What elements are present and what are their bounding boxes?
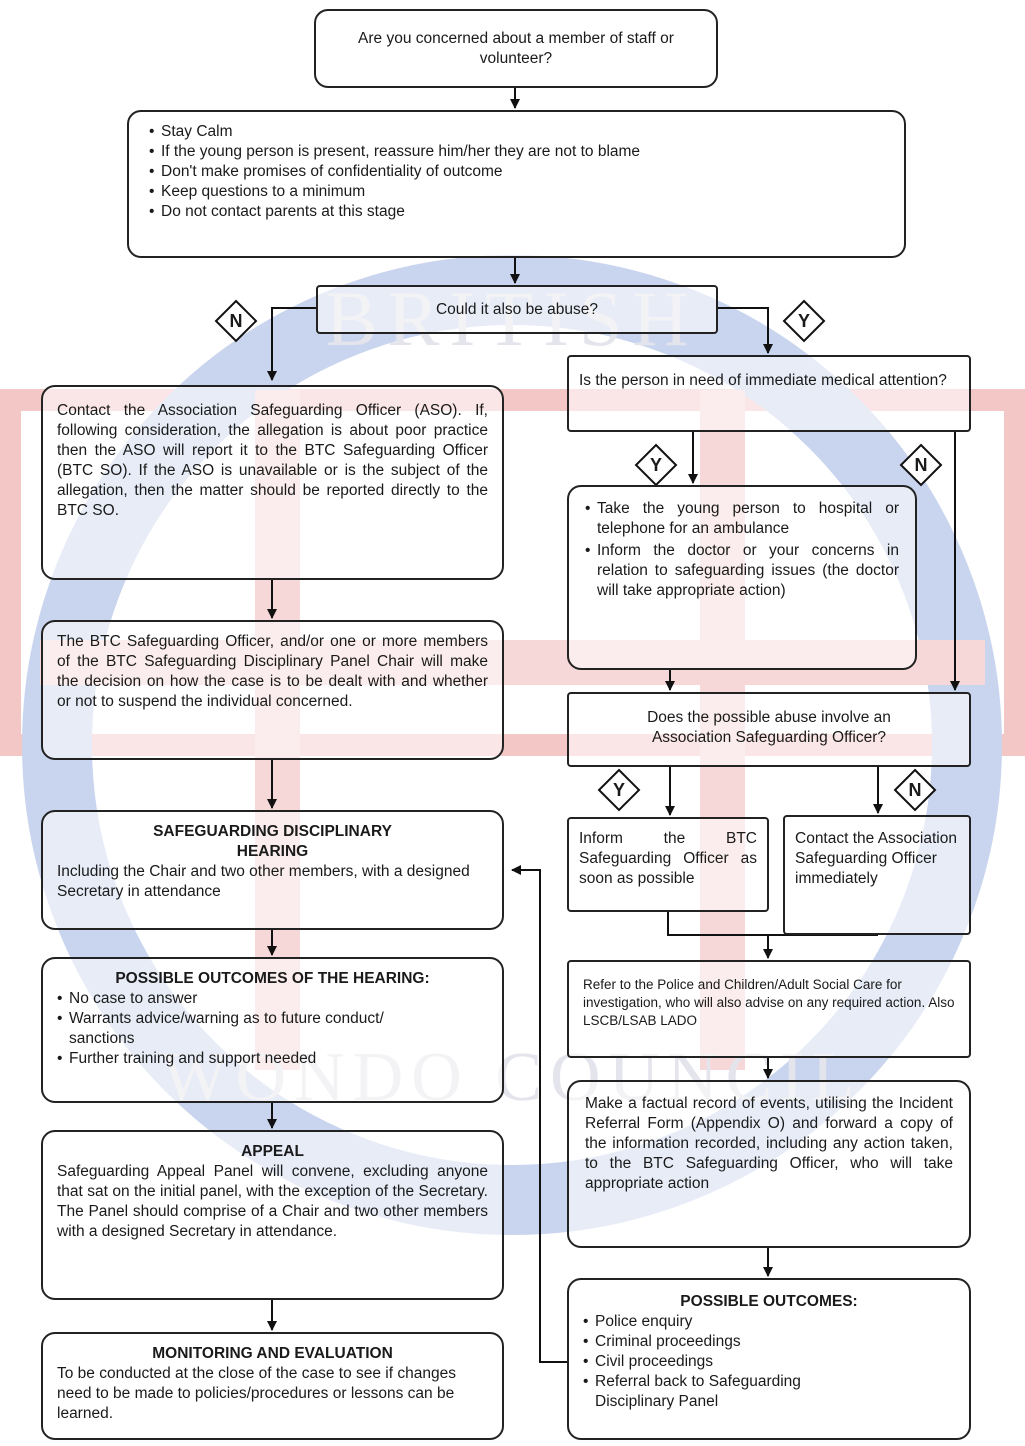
possible-outcome-item: Civil proceedings: [583, 1352, 955, 1372]
refer-police-box: Refer to the Police and Children/Adult S…: [567, 960, 971, 1058]
decision-no-medical: N: [899, 443, 943, 487]
contact-aso-box: Contact the Association Safeguarding Off…: [41, 385, 504, 580]
decision-yes-label: Y: [612, 780, 625, 800]
inform-btc-box: Inform the BTC Safeguarding Officer as s…: [567, 817, 769, 912]
btc-decision-text: The BTC Safeguarding Officer, and/or one…: [57, 633, 488, 710]
appeal-text: Safeguarding Appeal Panel will convene, …: [57, 1163, 488, 1240]
abuse-question-text: Could it also be abuse?: [435, 301, 598, 318]
aso-question-text: Does the possible abuse involve an Assoc…: [647, 709, 891, 746]
monitoring-title: MONITORING AND EVALUATION: [152, 1345, 393, 1362]
medical-actions-list: Take the young person to hospital or tel…: [585, 499, 899, 601]
medical-question-text: Is the person in need of immediate medic…: [579, 372, 947, 389]
advice-item: If the young person is present, reassure…: [149, 142, 884, 162]
advice-item: Stay Calm: [149, 122, 884, 142]
decision-no-label: N: [914, 455, 928, 475]
possible-outcomes-list: Police enquiry Criminal proceedings Civi…: [583, 1312, 955, 1412]
appeal-title: APPEAL: [241, 1143, 304, 1160]
medical-action-item: Take the young person to hospital or tel…: [585, 499, 899, 539]
medical-actions-box: Take the young person to hospital or tel…: [567, 485, 917, 670]
decision-yes-label: Y: [797, 311, 810, 331]
advice-item: Don't make promises of confidentiality o…: [149, 162, 884, 182]
contact-aso-text: Contact the Association Safeguarding Off…: [57, 402, 488, 519]
immediate-advice-box: Stay Calm If the young person is present…: [127, 110, 906, 258]
appeal-box: APPEAL Safeguarding Appeal Panel will co…: [41, 1130, 504, 1300]
start-question-text: Are you concerned about a member of staf…: [358, 29, 674, 67]
possible-outcomes-title: POSSIBLE OUTCOMES:: [680, 1293, 858, 1310]
advice-item: Keep questions to a minimum: [149, 182, 884, 202]
hearing-outcome-item: No case to answer: [57, 989, 488, 1009]
possible-outcome-item: Police enquiry: [583, 1312, 955, 1332]
possible-outcome-item: Referral back to Safeguarding Disciplina…: [583, 1372, 955, 1412]
start-question-box: Are you concerned about a member of staf…: [314, 9, 718, 88]
inform-btc-text: Inform the BTC Safeguarding Officer as s…: [579, 830, 757, 887]
medical-question-box: Is the person in need of immediate medic…: [567, 355, 971, 432]
hearing-text: Including the Chair and two other member…: [57, 863, 470, 900]
decision-yes-medical: Y: [634, 443, 678, 487]
decision-no-label: N: [908, 780, 922, 800]
hearing-box: SAFEGUARDING DISCIPLINARY HEARING Includ…: [41, 810, 504, 930]
contact-aso-immediately-box: Contact the Association Safeguarding Off…: [783, 815, 971, 935]
factual-record-text: Make a factual record of events, utilisi…: [585, 1095, 953, 1192]
abuse-question-box: Could it also be abuse?: [316, 285, 718, 334]
hearing-outcome-item: Warrants advice/warning as to future con…: [57, 1009, 488, 1049]
refer-police-text: Refer to the Police and Children/Adult S…: [583, 977, 955, 1028]
hearing-title: SAFEGUARDING DISCIPLINARY HEARING: [153, 823, 392, 860]
hearing-outcomes-list: No case to answer Warrants advice/warnin…: [57, 989, 488, 1069]
hearing-outcome-item: Further training and support needed: [57, 1049, 488, 1069]
decision-no-abuse: N: [214, 299, 258, 343]
decision-yes-aso: Y: [597, 768, 641, 812]
contact-aso-immediately-text: Contact the Association Safeguarding Off…: [795, 830, 957, 887]
advice-item: Do not contact parents at this stage: [149, 202, 884, 222]
decision-no-aso: N: [893, 768, 937, 812]
hearing-outcomes-box: POSSIBLE OUTCOMES OF THE HEARING: No cas…: [41, 957, 504, 1103]
advice-list: Stay Calm If the young person is present…: [149, 122, 884, 222]
decision-yes-label: Y: [649, 455, 662, 475]
hearing-outcomes-title: POSSIBLE OUTCOMES OF THE HEARING:: [115, 970, 430, 987]
btc-decision-box: The BTC Safeguarding Officer, and/or one…: [41, 620, 504, 760]
aso-question-box: Does the possible abuse involve an Assoc…: [567, 692, 971, 767]
monitoring-text: To be conducted at the close of the case…: [57, 1365, 456, 1422]
medical-action-item: Inform the doctor or your concerns in re…: [585, 541, 899, 601]
decision-no-label: N: [229, 311, 243, 331]
factual-record-box: Make a factual record of events, utilisi…: [567, 1080, 971, 1248]
monitoring-box: MONITORING AND EVALUATION To be conducte…: [41, 1332, 504, 1440]
decision-yes-abuse: Y: [782, 299, 826, 343]
possible-outcome-item: Criminal proceedings: [583, 1332, 955, 1352]
possible-outcomes-box: POSSIBLE OUTCOMES: Police enquiry Crimin…: [567, 1278, 971, 1440]
